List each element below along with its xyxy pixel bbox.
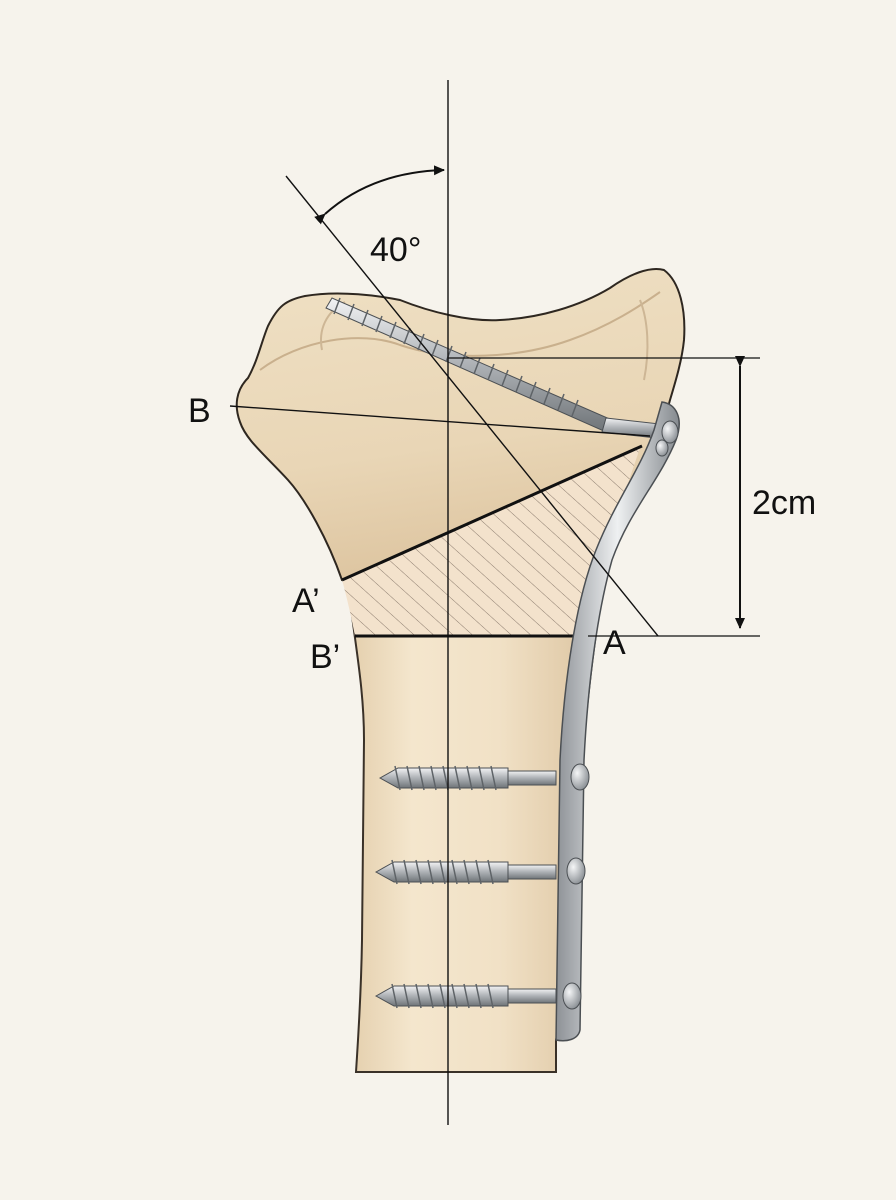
distance-label: 2cm	[752, 484, 816, 522]
articular-contour	[259, 291, 661, 371]
osteotomy-cut-upper	[341, 444, 643, 582]
plate-screw-head	[570, 763, 590, 791]
fixation-plate	[555, 401, 680, 1042]
point-b-prime-label: B’	[310, 638, 340, 676]
oblique-40-line	[285, 175, 659, 637]
distal-screw-1	[378, 765, 557, 791]
angle-label: 40°	[370, 231, 421, 269]
angle-arc	[314, 165, 445, 225]
articular-contour	[639, 299, 649, 381]
osteotomy-wedge	[342, 448, 640, 636]
plate-screw-head	[562, 982, 582, 1010]
plate-screw-head	[655, 439, 669, 457]
line-b-to-plate	[229, 405, 651, 437]
point-b-label: B	[188, 392, 211, 430]
point-a-label: A	[603, 624, 626, 662]
distal-screw-3	[374, 983, 557, 1009]
point-a-prime-label: A’	[292, 582, 320, 620]
plate-screw-head	[661, 420, 679, 444]
plate-screw-head	[566, 857, 586, 885]
distal-screw-2	[374, 859, 557, 885]
